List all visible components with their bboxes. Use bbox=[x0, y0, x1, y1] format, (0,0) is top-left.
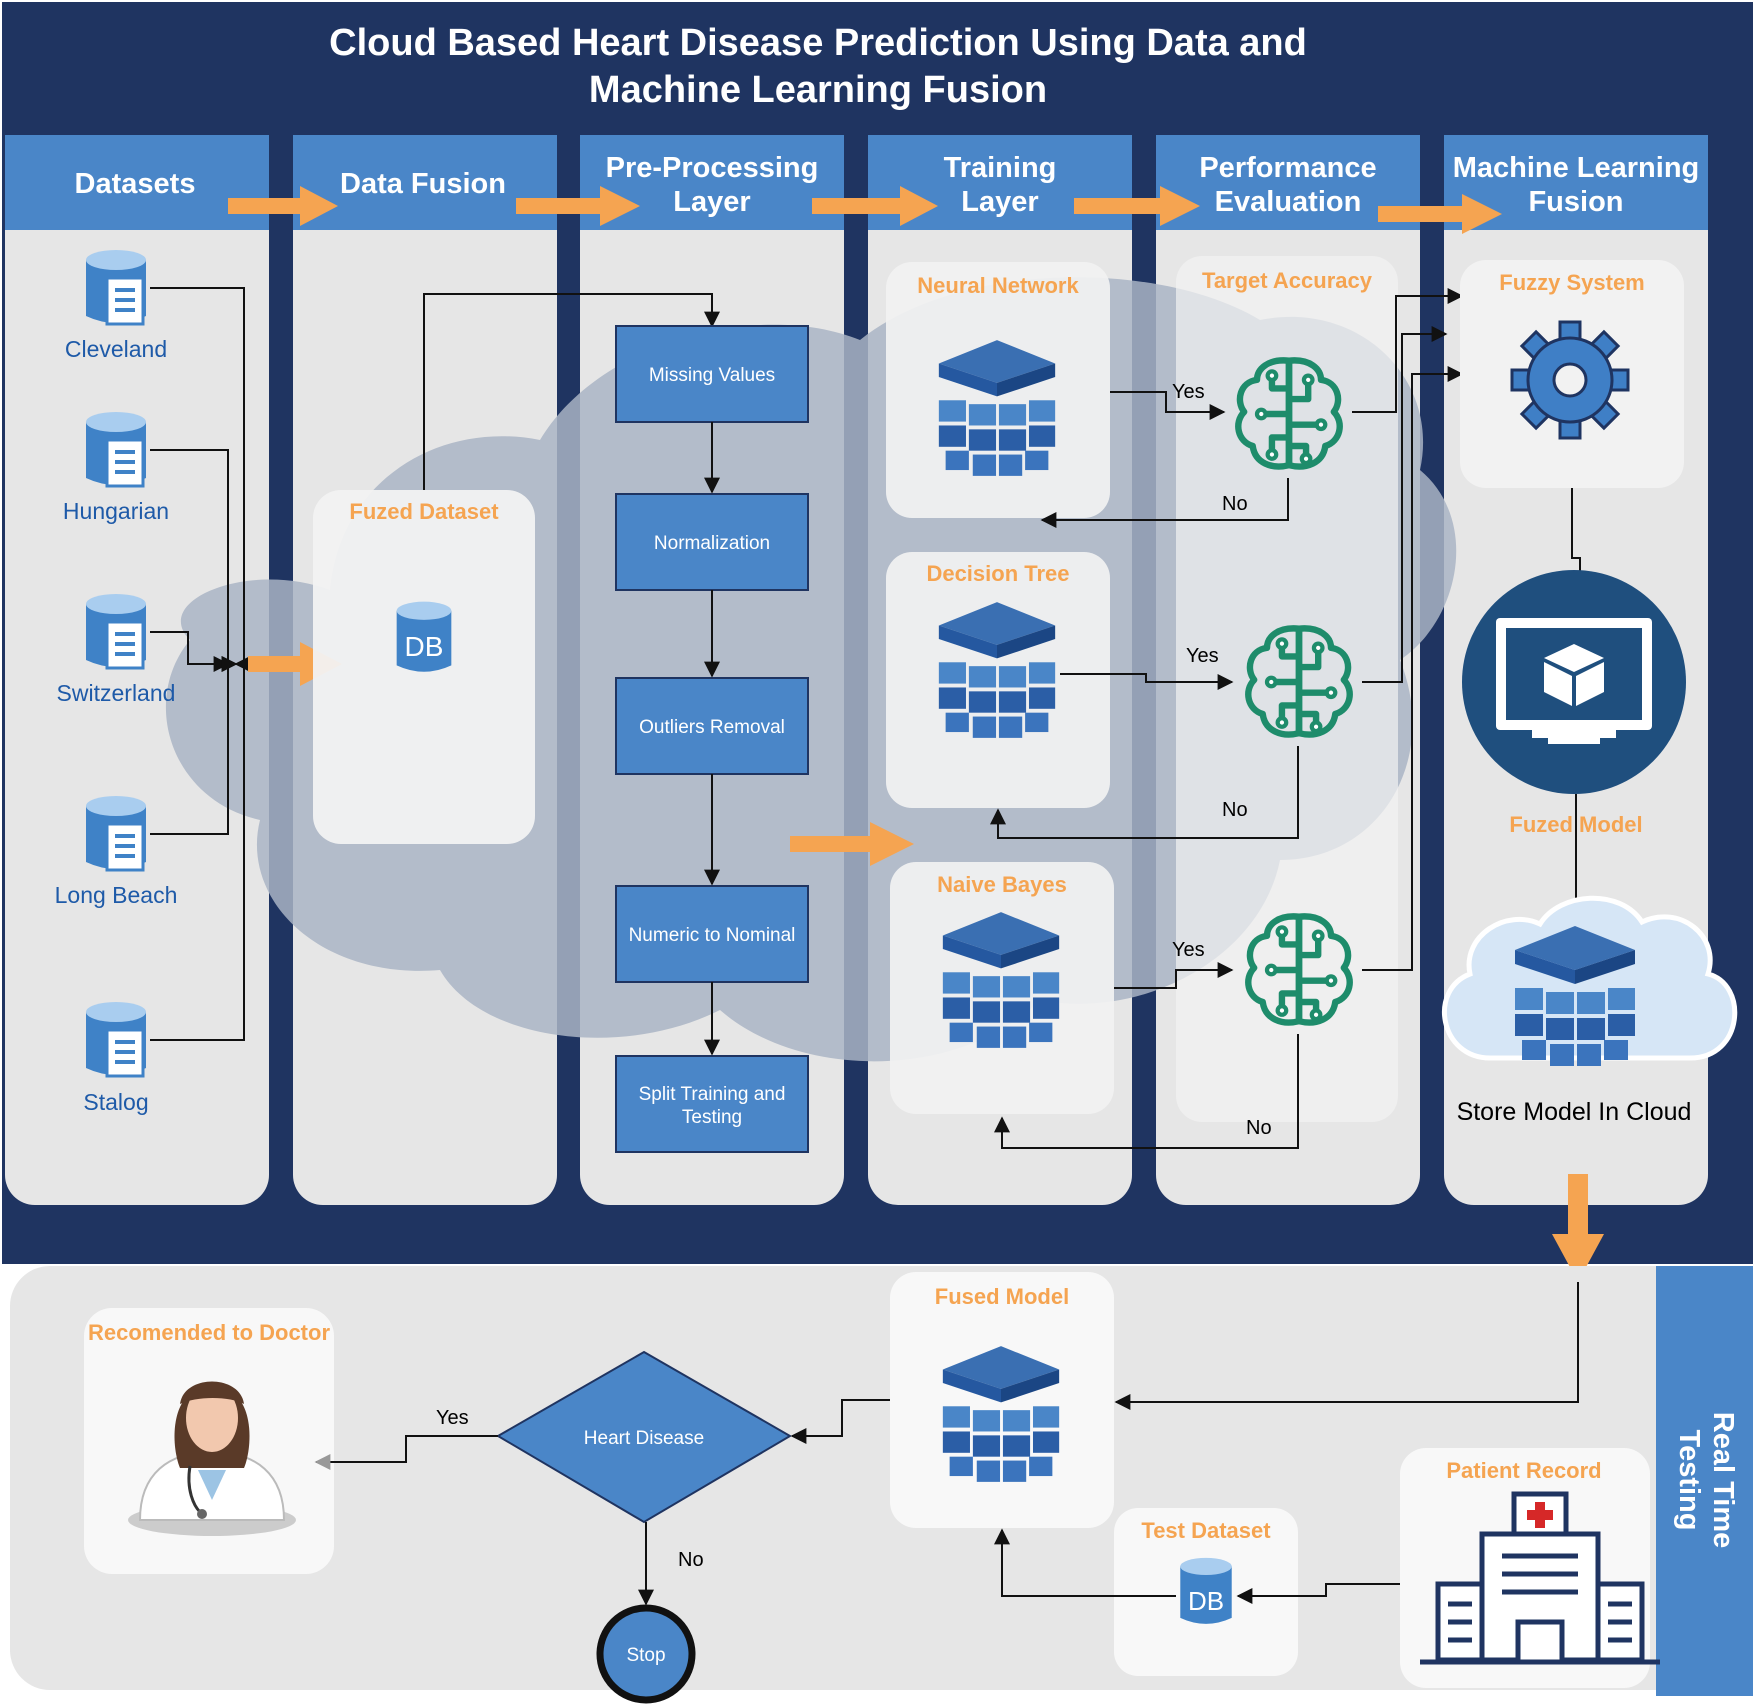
hospital-icon bbox=[1420, 1491, 1660, 1665]
stop-label: Stop bbox=[626, 1645, 665, 1666]
stop-terminal bbox=[596, 1604, 696, 1704]
column-heading-training-2: Layer bbox=[961, 186, 1038, 218]
monitor-icon bbox=[1462, 570, 1686, 794]
dataset-label-cleveland: Cleveland bbox=[65, 336, 167, 362]
step-outliers-removal-label: Outliers Removal bbox=[639, 717, 785, 738]
naive-bayes-title: Naive Bayes bbox=[937, 872, 1067, 897]
dt-yes-label: Yes bbox=[1186, 645, 1219, 667]
background-cloud bbox=[165, 277, 1457, 1062]
card-decision-tree: Decision Tree bbox=[886, 552, 1110, 808]
recommended-title: Recomended to Doctor bbox=[88, 1320, 330, 1345]
store-model-label: Store Model In Cloud bbox=[1457, 1098, 1692, 1126]
dataset-hungarian: Hungarian bbox=[63, 412, 169, 524]
fuzzy-system-title: Fuzzy System bbox=[1499, 270, 1645, 295]
card-test-dataset: Test Dataset DB bbox=[1114, 1508, 1298, 1676]
nn-no-label: No bbox=[1222, 493, 1248, 515]
dataset-connectors bbox=[150, 287, 251, 1041]
column-heading-training-1: Training bbox=[944, 152, 1057, 184]
cloud-to-fused-model-connector bbox=[1114, 1282, 1579, 1410]
step-normalization bbox=[615, 493, 809, 591]
realtime-label-line1: Real Time bbox=[1707, 1412, 1739, 1548]
decision-yes-label: Yes bbox=[436, 1407, 469, 1429]
realtime-connectors bbox=[314, 1399, 890, 1606]
column-heading-performance-2: Evaluation bbox=[1215, 186, 1362, 218]
dataset-label-switzerland: Switzerland bbox=[57, 680, 176, 706]
test-dataset-title: Test Dataset bbox=[1141, 1518, 1271, 1543]
nb-yes-label: Yes bbox=[1172, 939, 1205, 961]
step-missing-values bbox=[615, 325, 809, 423]
neural-network-title: Neural Network bbox=[917, 273, 1079, 298]
fused-model-title: Fused Model bbox=[935, 1284, 1069, 1309]
step-missing-values-label: Missing Values bbox=[649, 365, 775, 386]
header-flow-arrows bbox=[228, 186, 1502, 234]
column-heading-datasets: Datasets bbox=[75, 168, 196, 200]
red-cross-icon bbox=[1527, 1502, 1553, 1528]
nb-no-label: No bbox=[1246, 1117, 1272, 1139]
card-patient-record: Patient Record bbox=[1400, 1448, 1660, 1688]
fusion-to-preprocess-connector bbox=[423, 293, 720, 490]
step-split-label-1: Split Training and bbox=[639, 1084, 786, 1105]
dataset-label-long-beach: Long Beach bbox=[55, 882, 178, 908]
card-target-accuracy: Target Accuracy bbox=[1176, 256, 1398, 1122]
column-heading-preprocess-1: Pre-Processing bbox=[606, 152, 819, 184]
doctor-icon bbox=[128, 1381, 296, 1536]
target-accuracy-title: Target Accuracy bbox=[1202, 268, 1373, 293]
decision-heart-disease bbox=[496, 1350, 792, 1524]
column-heading-performance-1: Performance bbox=[1199, 152, 1376, 184]
card-naive-bayes: Naive Bayes bbox=[890, 862, 1114, 1114]
step-split-label-2: Testing bbox=[682, 1107, 742, 1128]
step-numeric-to-nominal-label: Numeric to Nominal bbox=[629, 925, 796, 946]
column-heading-mlfusion-2: Fusion bbox=[1528, 186, 1623, 218]
test-dataset-db-label: DB bbox=[1188, 1586, 1224, 1616]
fuzed-dataset-db-label: DB bbox=[405, 631, 444, 662]
dataset-long-beach: Long Beach bbox=[55, 796, 178, 908]
decision-no-label: No bbox=[678, 1549, 704, 1571]
dt-no-label: No bbox=[1222, 799, 1248, 821]
realtime-label-line2: Testing bbox=[1673, 1430, 1705, 1531]
card-fused-model: Fused Model bbox=[890, 1272, 1114, 1528]
step-outliers-removal bbox=[615, 677, 809, 775]
column-heading-data-fusion: Data Fusion bbox=[340, 168, 506, 200]
card-fuzzy-system: Fuzzy System bbox=[1460, 260, 1684, 488]
test-to-fused-model-connector bbox=[994, 1528, 1176, 1597]
fuzed-dataset-title: Fuzed Dataset bbox=[349, 499, 499, 524]
card-recommended-doctor: Recomended to Doctor bbox=[84, 1308, 334, 1574]
diagram-title-line1: Cloud Based Heart Disease Prediction Usi… bbox=[329, 22, 1307, 64]
evaluation-connectors bbox=[990, 288, 1464, 1149]
realtime-label-bar bbox=[1656, 1266, 1753, 1696]
fuzed-dataset-card: Fuzed Dataset DB bbox=[313, 490, 535, 844]
cloud-to-realtime-arrow bbox=[1552, 1174, 1604, 1282]
diagram-title-line2: Machine Learning Fusion bbox=[589, 69, 1047, 111]
dataset-cleveland: Cleveland bbox=[65, 250, 167, 362]
dataset-label-hungarian: Hungarian bbox=[63, 498, 169, 524]
nn-yes-label: Yes bbox=[1172, 381, 1205, 403]
column-heading-preprocess-2: Layer bbox=[673, 186, 750, 218]
column-heading-mlfusion-1: Machine Learning bbox=[1453, 152, 1700, 184]
decision-heart-disease-label: Heart Disease bbox=[584, 1428, 704, 1449]
patient-record-title: Patient Record bbox=[1446, 1458, 1601, 1483]
gear-icon bbox=[1510, 320, 1630, 440]
dataset-label-stalog: Stalog bbox=[83, 1089, 148, 1115]
realtime-panel bbox=[10, 1266, 1750, 1690]
dataset-switzerland: Switzerland bbox=[57, 594, 176, 706]
card-neural-network: Neural Network bbox=[886, 262, 1110, 518]
decision-tree-title: Decision Tree bbox=[926, 561, 1069, 586]
patient-to-test-connector bbox=[1236, 1583, 1400, 1604]
step-split-training-testing bbox=[615, 1055, 809, 1153]
step-normalization-label: Normalization bbox=[654, 533, 770, 554]
preprocess-to-training-arrow bbox=[790, 822, 914, 866]
datasets-panel bbox=[5, 135, 269, 1205]
dataset-stalog: Stalog bbox=[83, 1002, 149, 1115]
